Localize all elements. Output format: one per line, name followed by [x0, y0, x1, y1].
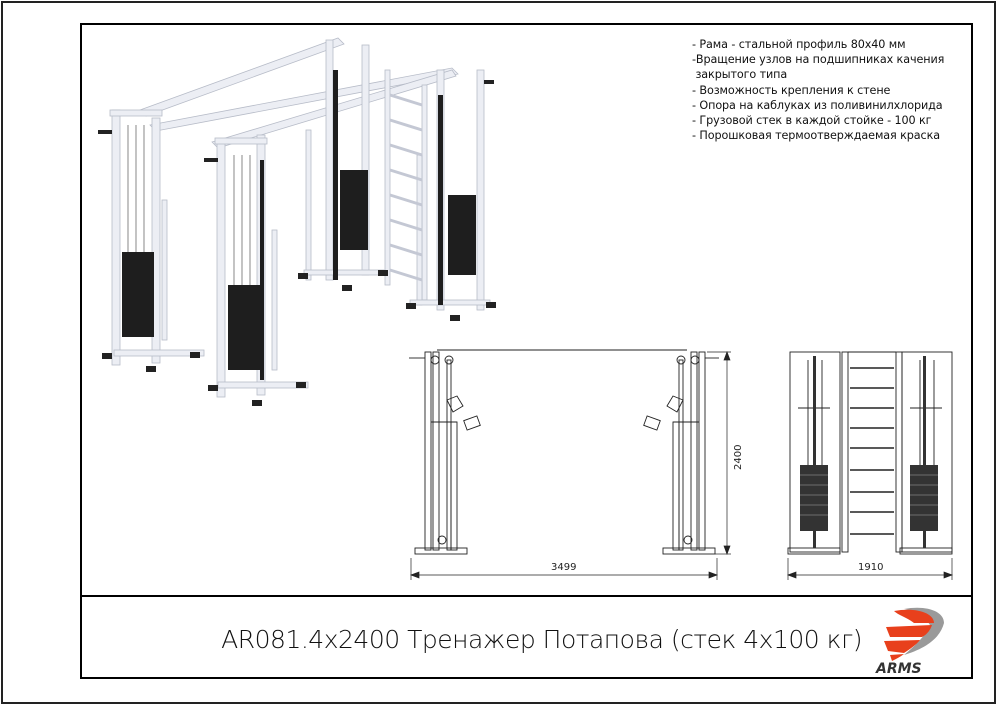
- isometric-render: [98, 37, 496, 406]
- spec-item: - Грузовой стек в каждой стойке - 100 кг: [692, 114, 932, 128]
- spec-item: - Опора на каблуках из поливинилхлорида: [692, 98, 943, 112]
- spec-item: - Возможность крепления к стене: [692, 83, 891, 97]
- front-view-drawing: 3499 2400: [409, 349, 744, 580]
- spec-item: закрытого типа: [692, 68, 788, 82]
- drawing-frame: - Рама - стальной профиль 80х40 мм -Вращ…: [80, 23, 973, 679]
- spec-item: -Вращение узлов на подшипниках качения: [692, 53, 945, 67]
- spec-item: - Рама - стальной профиль 80х40 мм: [692, 38, 906, 51]
- side-width-dimension: 1910: [858, 562, 883, 573]
- front-width-dimension: 3499: [551, 562, 576, 573]
- spec-list: - Рама - стальной профиль 80х40 мм -Вращ…: [692, 37, 972, 143]
- spec-item: - Порошковая термоотверждаемая краска: [692, 129, 941, 143]
- svg-text:ARMS: ARMS: [875, 661, 922, 677]
- title-block-divider: [82, 595, 971, 597]
- arms-logo-icon: ARMS: [875, 607, 944, 677]
- product-title: AR081.4x2400 Тренажер Потапова (стек 4х1…: [221, 625, 862, 654]
- front-height-dimension: 2400: [733, 445, 744, 470]
- side-view-drawing: 1910: [787, 351, 953, 580]
